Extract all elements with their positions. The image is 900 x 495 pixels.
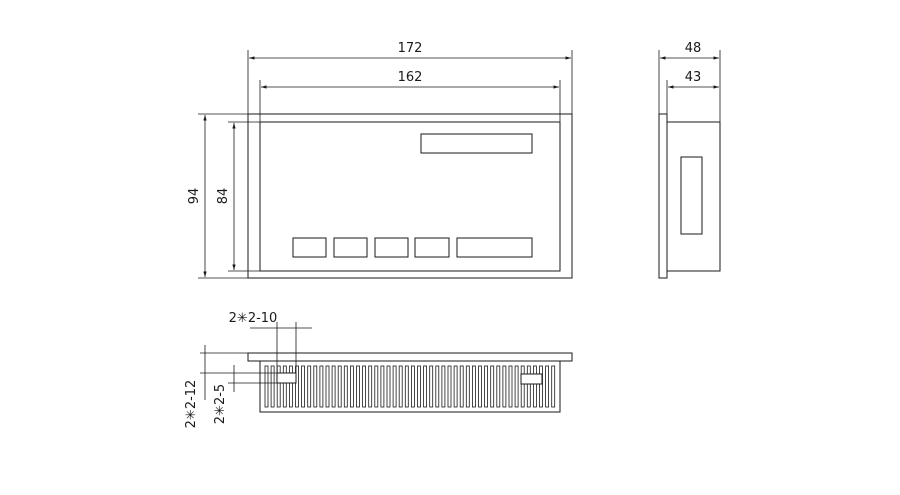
front-inner-body (259, 121, 561, 272)
dim-overall-height: 94 (187, 188, 202, 205)
vent-slot (270, 365, 275, 408)
front-button-wide (456, 237, 533, 258)
bottom-flange (247, 352, 573, 362)
side-view: 48 43 (658, 41, 721, 279)
vent-slot (356, 365, 360, 408)
bottom-view: 2✳2-10 2✳2-12 2✳2-5 (184, 311, 573, 429)
vent-slot (368, 365, 373, 408)
vent-slot (496, 365, 501, 408)
vent-slot (429, 365, 434, 408)
vent-slot (465, 365, 470, 408)
vent-slot (459, 365, 464, 408)
vent-slot (520, 365, 525, 408)
vent-slot (362, 365, 367, 408)
front-button-4 (414, 237, 450, 258)
side-bezel (658, 113, 668, 279)
vent-slot (526, 365, 531, 408)
vent-slot (288, 365, 293, 408)
vent-slot (514, 365, 519, 408)
vent-slot (392, 365, 397, 408)
vent-slot (398, 365, 403, 408)
vent-slot (380, 365, 385, 408)
dim-slot-height-outer-label: 2✳2-12 (184, 380, 199, 429)
dim-inner-depth: 43 (685, 70, 702, 85)
mount-slot-left (276, 372, 297, 384)
vent-slot (386, 365, 391, 408)
vent-slot (331, 365, 336, 408)
vent-slot (471, 365, 476, 408)
vent-slot (349, 365, 354, 408)
vent-slot (435, 365, 440, 408)
vent-slot (343, 365, 348, 408)
vent-slot (374, 365, 379, 408)
vent-slot (490, 365, 495, 408)
vent-slot (502, 365, 507, 408)
dim-slot-height-inner-label: 2✳2-5 (213, 384, 228, 424)
dim-inner-width: 162 (398, 70, 423, 85)
front-button-1 (292, 237, 327, 258)
display-window (420, 133, 533, 154)
vent-slot (447, 365, 452, 408)
vent-slot (539, 365, 543, 408)
vent-slot (325, 365, 330, 408)
front-button-3 (374, 237, 409, 258)
vent-slot (337, 365, 342, 408)
vent-slot (423, 365, 428, 408)
dim-overall-depth: 48 (685, 41, 702, 56)
vent-slot (404, 365, 409, 408)
vent-slot (276, 365, 281, 408)
vent-slot (313, 365, 318, 408)
vent-slot (282, 365, 287, 408)
vent-slot (484, 365, 489, 408)
vent-slots (264, 365, 556, 408)
vent-slot (453, 365, 458, 408)
vent-slot (551, 365, 556, 408)
vent-slot (264, 365, 269, 408)
vent-slot (319, 365, 324, 408)
vent-slot (417, 365, 421, 408)
dim-inner-height: 84 (216, 188, 231, 205)
vent-slot (441, 365, 446, 408)
vent-slot (307, 365, 312, 408)
side-connector-window (680, 156, 703, 235)
dim-overall-width: 172 (398, 41, 423, 56)
vent-slot (508, 365, 513, 408)
dim-slot-width-label: 2✳2-10 (229, 311, 278, 326)
vent-slot (545, 365, 549, 408)
front-view: 172 162 94 84 (187, 41, 573, 279)
mount-slot-right (520, 373, 543, 385)
vent-slot (301, 365, 306, 408)
bottom-body (259, 360, 561, 413)
vent-slot (295, 365, 299, 408)
side-body (666, 121, 721, 272)
vent-slot (533, 365, 537, 408)
front-outer-bezel (247, 113, 573, 279)
vent-slot (410, 365, 415, 408)
vent-slot (478, 365, 482, 408)
front-button-2 (333, 237, 368, 258)
